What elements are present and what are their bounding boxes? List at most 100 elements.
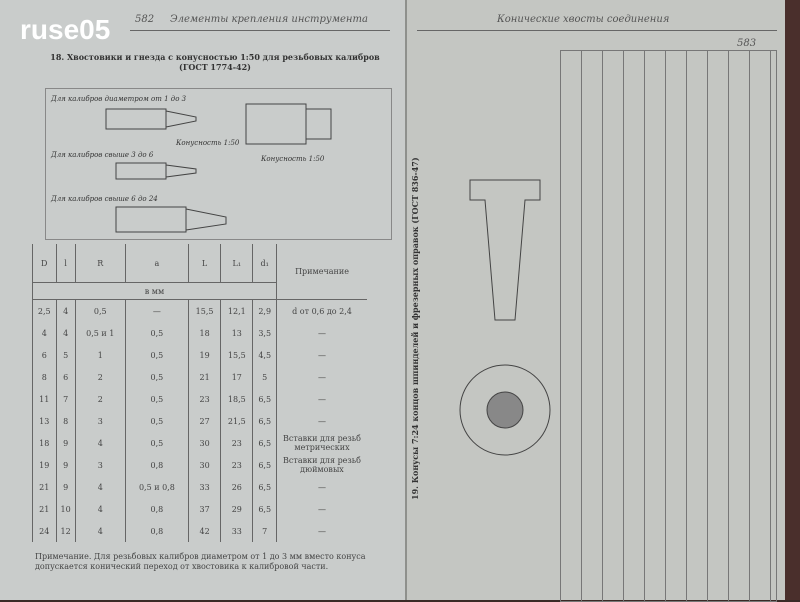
table-cell: 6 xyxy=(55,366,76,388)
table-cell: — xyxy=(276,344,367,366)
table-cell: 18 xyxy=(32,432,57,454)
table-cell: 3,5 xyxy=(252,322,277,344)
table-cell: 18,5 xyxy=(220,388,253,410)
table-cell: 13 xyxy=(220,322,253,344)
table-cell: 4 xyxy=(74,498,126,520)
table-cell: 4,5 xyxy=(252,344,277,366)
header-rule xyxy=(130,30,390,31)
column-header: R xyxy=(74,244,126,283)
table-cell: 4 xyxy=(74,476,126,498)
table-cell: 18 xyxy=(187,322,221,344)
table-cell: 2,9 xyxy=(252,299,277,322)
table-cell: 9 xyxy=(55,454,76,476)
table-cell: Вставки для резьб дюймовых xyxy=(276,454,367,476)
table-cell: 12,1 xyxy=(220,299,253,322)
column-header: Примечание xyxy=(276,244,367,300)
column-header: L xyxy=(187,244,221,283)
table-cell: 10 xyxy=(55,498,76,520)
table-cell: 2 xyxy=(74,366,126,388)
table-cell: 19 xyxy=(32,454,57,476)
table-cell: 0,5 и 1 xyxy=(74,322,126,344)
table-cell: 0,8 xyxy=(124,498,189,520)
watermark-logo: ruse05 xyxy=(20,14,111,45)
table-cell: 6,5 xyxy=(252,454,277,476)
drawing-label: Для калибров диаметром от 1 до 3 xyxy=(50,95,187,103)
table-cell: 42 xyxy=(187,520,221,542)
table-cell: — xyxy=(276,498,367,520)
table-title: 18. Хвостовики и гнезда с конусностью 1:… xyxy=(40,52,390,72)
running-header: Элементы крепления инструмента xyxy=(170,14,368,25)
table-cell: 6,5 xyxy=(252,432,277,454)
table-cell: 7 xyxy=(252,520,277,542)
table-cell: 0,5 xyxy=(124,344,189,366)
table-cell: 8 xyxy=(55,410,76,432)
table-cell: 0,5 xyxy=(124,322,189,344)
table-cell: — xyxy=(276,388,367,410)
table-cell: 6 xyxy=(32,344,57,366)
book-cover-edge xyxy=(785,0,800,600)
table-cell: 15,5 xyxy=(187,299,221,322)
table-cell: 4 xyxy=(55,322,76,344)
table-cell: 19 xyxy=(187,344,221,366)
table-cell: 21 xyxy=(187,366,221,388)
table-cell: 8 xyxy=(32,366,57,388)
table-cell: 6,5 xyxy=(252,476,277,498)
spindle-drawing xyxy=(459,179,551,456)
table-cell: 29 xyxy=(220,498,253,520)
table-cell: 17 xyxy=(220,366,253,388)
table-cell: 6,5 xyxy=(252,388,277,410)
table-cell: 15,5 xyxy=(220,344,253,366)
table-cell: 5 xyxy=(252,366,277,388)
table-cell: 0,5 xyxy=(124,410,189,432)
drawing-label: Для калибров свыше 6 до 24 xyxy=(50,195,158,203)
table-cell: 24 xyxy=(32,520,57,542)
column-header: a xyxy=(124,244,189,283)
table-cell: 3 xyxy=(74,454,126,476)
table-cell: 11 xyxy=(32,388,57,410)
table-cell: 9 xyxy=(55,432,76,454)
table-cell: 13 xyxy=(32,410,57,432)
table-cell: 2,5 xyxy=(32,299,57,322)
header-rule xyxy=(417,30,777,31)
table-cell: 4 xyxy=(32,322,57,344)
page-number: 583 xyxy=(737,38,757,49)
table-cell: 4 xyxy=(74,432,126,454)
table-note: Примечание. Для резьбовых калибров диаме… xyxy=(35,552,366,571)
table-cell: 6,5 xyxy=(252,498,277,520)
table-cell: 6,5 xyxy=(252,410,277,432)
drawing-label: Конусность 1:50 xyxy=(175,139,240,147)
column-header: l xyxy=(55,244,76,283)
table-cell: — xyxy=(124,299,189,322)
page-number: 582 xyxy=(135,14,155,25)
table-cell: 4 xyxy=(74,520,126,542)
table-cell: — xyxy=(276,520,367,542)
table-cell: 23 xyxy=(187,388,221,410)
technical-drawing: Для калибров диаметром от 1 до 3 Конусно… xyxy=(45,88,392,240)
table-cell: 0,5 и 0,8 xyxy=(124,476,189,498)
column-header: L₁ xyxy=(220,244,253,283)
table-cell: 9 xyxy=(55,476,76,498)
table-cell: — xyxy=(276,410,367,432)
title-standard: (ГОСТ 1774-42) xyxy=(179,62,251,72)
column-header: D xyxy=(32,244,57,283)
table-cell: 27 xyxy=(187,410,221,432)
table-cell: 30 xyxy=(187,454,221,476)
table-cell: — xyxy=(276,476,367,498)
table-cell: 7 xyxy=(55,388,76,410)
table-cell: 0,5 xyxy=(124,432,189,454)
table-cell: 4 xyxy=(55,299,76,322)
table-cell: 5 xyxy=(55,344,76,366)
drawing-label: Для калибров свыше 3 до 6 xyxy=(50,151,154,159)
table-cell: 21,5 xyxy=(220,410,253,432)
table-cell: 2 xyxy=(74,388,126,410)
